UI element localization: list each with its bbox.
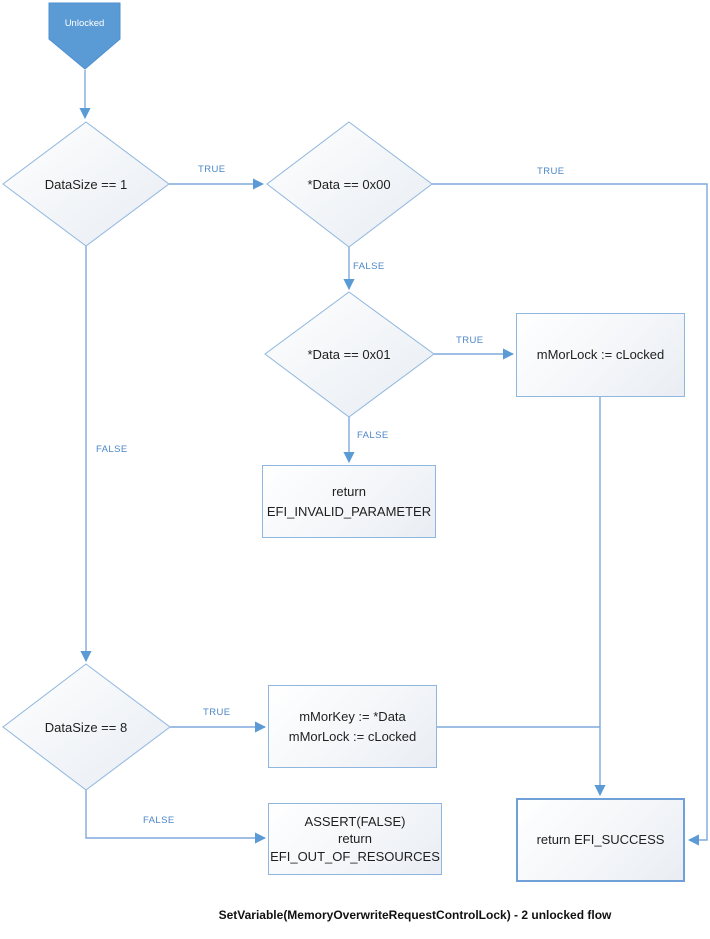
morkey-line2: mMorLock := cLocked [288,728,417,744]
decision-datasize8-shape [2,663,171,791]
assert-line2: return [338,831,372,847]
process-success-label: return EFI_SUCCESS [536,832,665,848]
decision-data01-shape [264,291,435,418]
diagram-caption: SetVariable(MemoryOverwriteRequestContro… [218,908,612,922]
invalid-line1: return [332,484,366,499]
morkey-line1: mMorKey := *Data [299,709,406,724]
decision-data00-shape [266,121,433,248]
edge-datasize8-false [85,790,267,844]
process-morlock-box: mMorLock := cLocked [516,313,685,397]
invalid-line2: EFI_INVALID_PARAMETER [266,503,432,519]
process-morlock-label: mMorLock := cLocked [536,347,665,363]
process-success-box: return EFI_SUCCESS [516,798,685,882]
process-morkey-box: mMorKey := *Data mMorLock := cLocked [268,685,437,768]
decision-datasize1-shape [2,121,170,247]
assert-line3: EFI_OUT_OF_RESOURCES [270,848,440,864]
edge-data00-true-to-success [432,183,708,846]
assert-line1: ASSERT(FALSE) [304,813,406,829]
process-assert-box: ASSERT(FALSE) return EFI_OUT_OF_RESOURCE… [268,803,442,875]
process-invalid-parameter-box: return EFI_INVALID_PARAMETER [262,465,436,538]
start-node-shape [48,2,121,70]
